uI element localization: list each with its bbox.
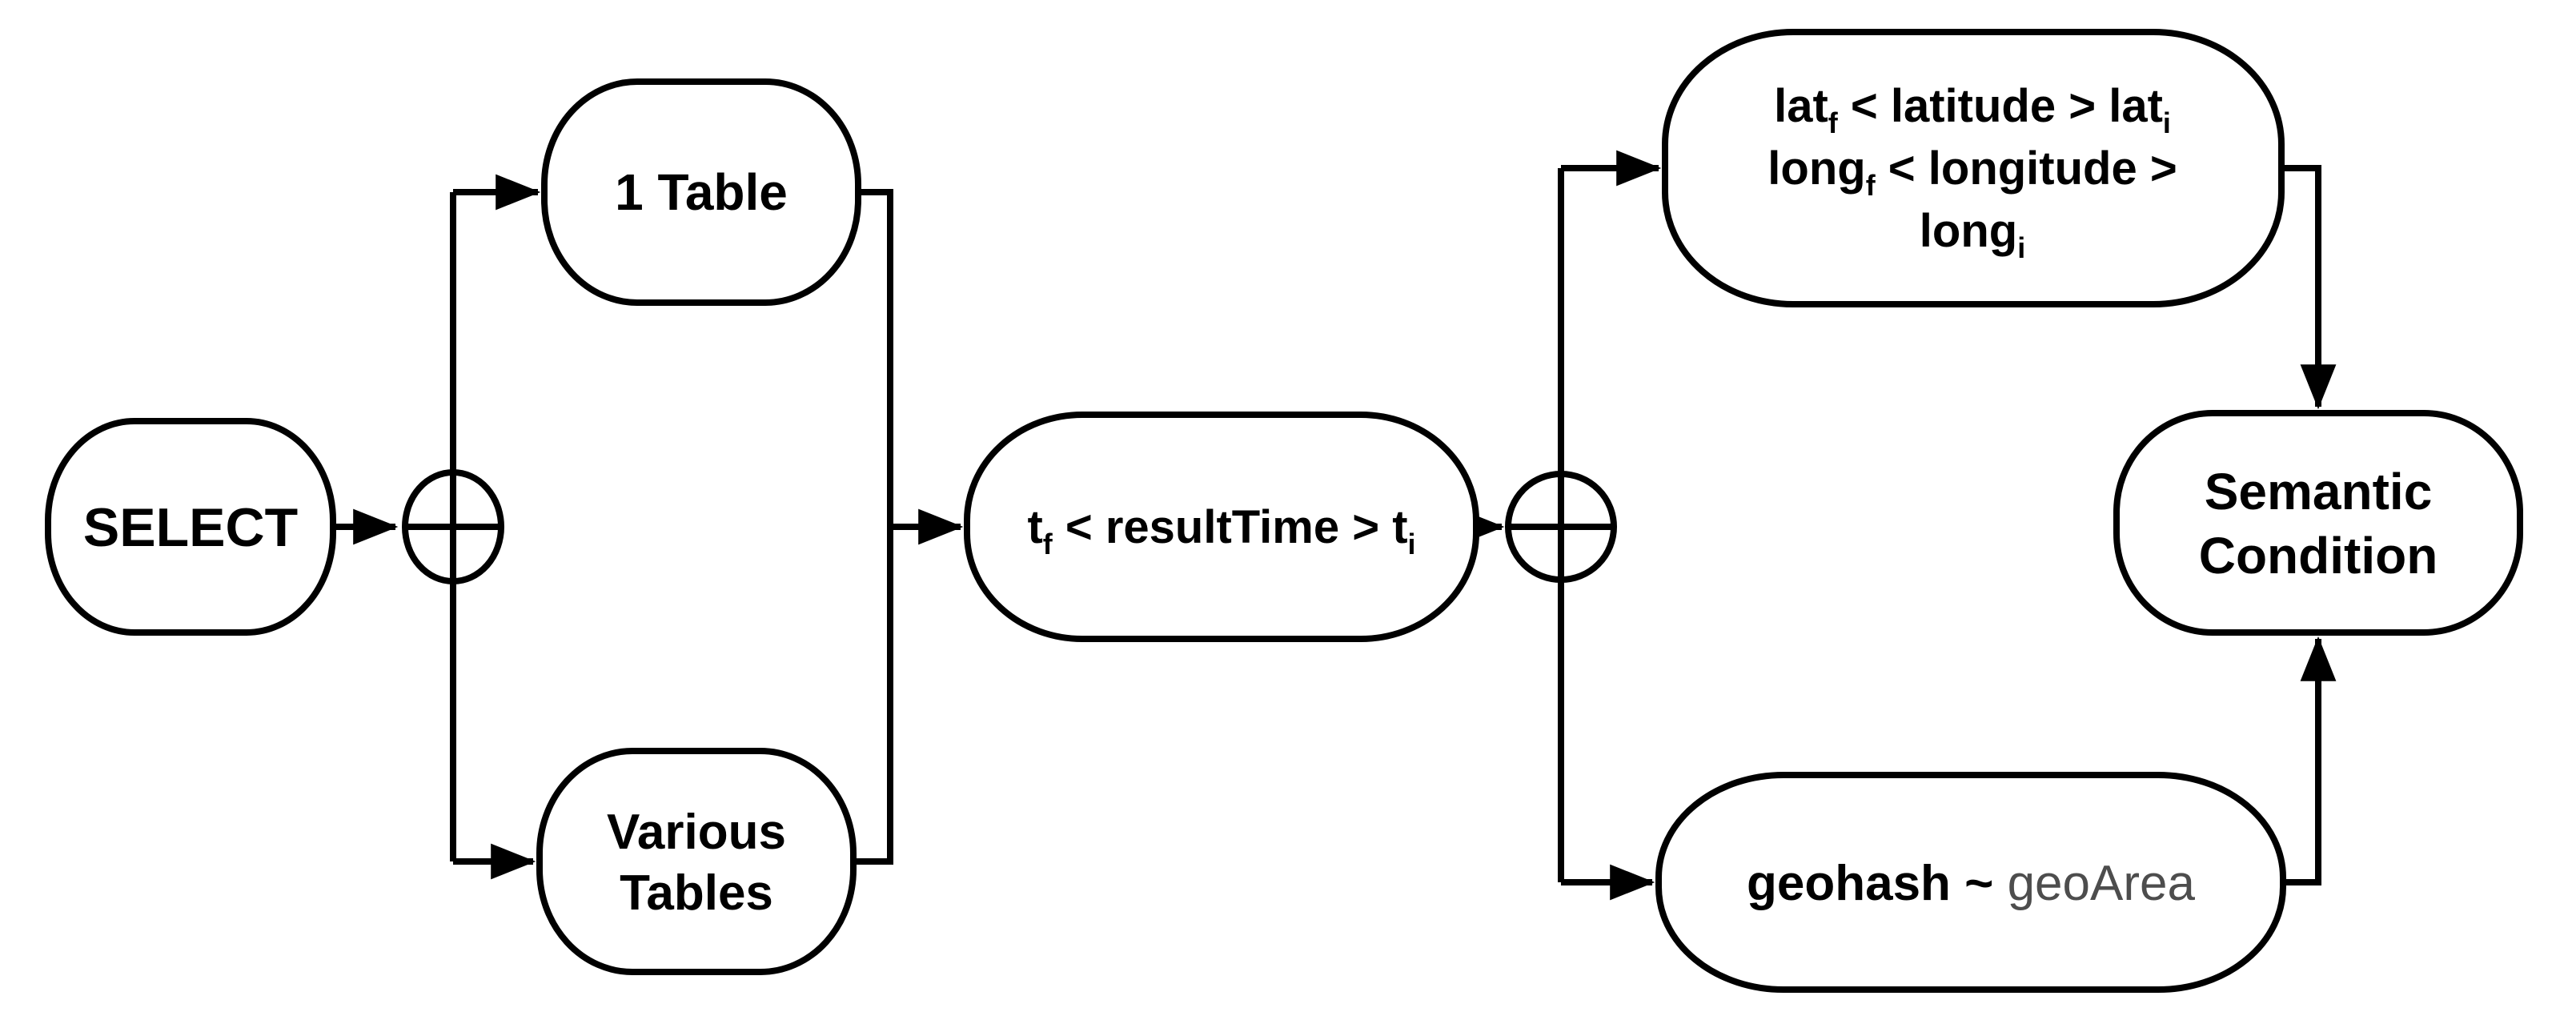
various-tables-label-line1: Various — [607, 805, 786, 860]
node-result-time-condition: tf < resultTime > ti — [964, 412, 1479, 642]
node-lat-long-condition: latf < latitude > lati longf < longitude… — [1662, 29, 2285, 307]
lat-long-label-line3: longi — [1920, 205, 2025, 264]
result-time-label: tf < resultTime > ti — [1027, 501, 1415, 560]
connector-geohash-to-semantic — [2283, 636, 2337, 885]
one-table-label: 1 Table — [615, 163, 788, 221]
lat-long-label-line2: longf < longitude > — [1767, 143, 2177, 202]
node-geohash-condition: geohash ~ geoArea — [1655, 772, 2286, 993]
various-tables-label-line2: Tables — [620, 865, 773, 921]
node-one-table: 1 Table — [541, 78, 861, 306]
node-semantic-condition: Semantic Condition — [2113, 410, 2523, 636]
node-various-tables: Various Tables — [536, 748, 857, 975]
semantic-label-line2: Condition — [2199, 527, 2438, 584]
xor-junction-1-icon — [402, 469, 504, 584]
connector-lat-long-to-semantic — [2281, 165, 2337, 410]
node-select: SELECT — [45, 418, 336, 636]
semantic-label-line1: Semantic — [2205, 463, 2433, 520]
lat-long-label-line1: latf < latitude > lati — [1774, 80, 2171, 139]
select-label: SELECT — [83, 497, 298, 558]
geohash-label: geohash ~ geoArea — [1747, 856, 2196, 911]
connector-tables-merge — [853, 189, 893, 865]
xor-junction-2-icon — [1505, 471, 1617, 583]
